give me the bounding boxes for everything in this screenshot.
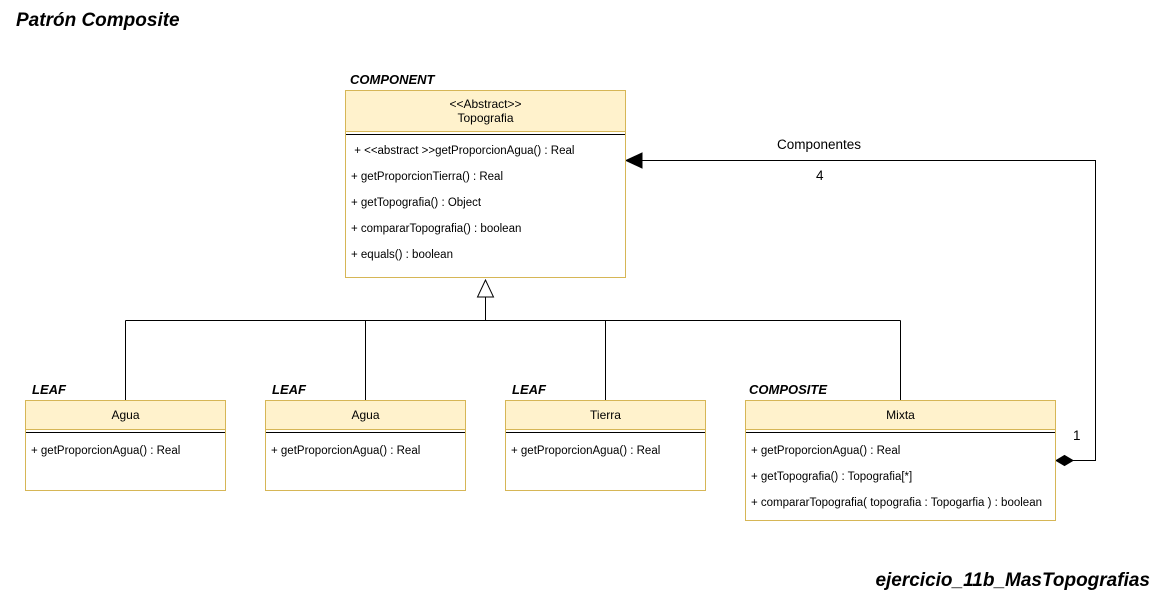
class-agua[interactable]: Agua + getProporcionAgua() : Real [265, 400, 466, 491]
method: + getTopografia() : Topografia[*] [751, 471, 913, 483]
method: + getProporcionAgua() : Real [271, 445, 421, 457]
method: + getProporcionAgua() : Real [751, 445, 901, 457]
class-name: Topografia [457, 111, 514, 125]
association-label: Componentes [777, 137, 862, 152]
class-agua[interactable]: Agua + getProporcionAgua() : Real [25, 400, 226, 491]
leaf-role-label: LEAF [272, 382, 306, 397]
class-header: <<Abstract>> Topografia [346, 91, 625, 132]
class-name: Agua [111, 408, 140, 422]
class-header: Mixta [746, 401, 1055, 430]
exercise-title: ejercicio_11b_MasTopografias [875, 570, 1150, 591]
class-topografia[interactable]: <<Abstract>> Topografia + <<abstract >>g… [345, 90, 626, 278]
class-methods: + getProporcionAgua() : Real [266, 433, 465, 469]
class-methods: + getProporcionAgua() : Real [26, 433, 225, 469]
class-header: Tierra [506, 401, 705, 430]
class-methods: + getProporcionAgua() : Real + getTopogr… [746, 433, 1055, 521]
class-header: Agua [266, 401, 465, 430]
class-separator [506, 430, 705, 433]
association-line [642, 160, 1096, 461]
method: + compararTopografia() : boolean [351, 223, 522, 235]
class-header: Agua [26, 401, 225, 430]
class-separator [266, 430, 465, 433]
method: + getTopografia() : Object [351, 197, 482, 209]
source-multiplicity: 1 [1073, 428, 1081, 443]
composite-role-label: COMPOSITE [749, 382, 828, 397]
method: + equals() : boolean [351, 249, 453, 261]
class-tierra[interactable]: Tierra + getProporcionAgua() : Real [505, 400, 706, 491]
class-name: Agua [351, 408, 380, 422]
class-methods: + getProporcionAgua() : Real [506, 433, 705, 469]
leaf-role-label: LEAF [32, 382, 66, 397]
diagram-title: Patrón Composite [16, 10, 180, 31]
method: + getProporcionTierra() : Real [351, 171, 504, 183]
target-multiplicity: 4 [816, 168, 824, 183]
method: + getProporcionAgua() : Real [511, 445, 661, 457]
component-role-label: COMPONENT [350, 72, 435, 87]
class-stereotype: <<Abstract>> [449, 97, 522, 111]
method: + compararTopografia( topografia : Topog… [751, 497, 1042, 509]
class-separator [346, 132, 625, 135]
leaf-role-label: LEAF [512, 382, 546, 397]
class-name: Tierra [590, 408, 621, 422]
class-separator [746, 430, 1055, 433]
composition-diamond-icon [1055, 454, 1074, 467]
method: + <<abstract >>getProporcionAgua() : Rea… [351, 145, 575, 157]
class-mixta[interactable]: Mixta + getProporcionAgua() : Real + get… [745, 400, 1056, 521]
class-separator [26, 430, 225, 433]
generalization-arrowhead-icon [476, 278, 495, 298]
class-name: Mixta [886, 408, 915, 422]
association-arrowhead-icon [624, 152, 643, 169]
method: + getProporcionAgua() : Real [31, 445, 181, 457]
class-methods: + <<abstract >>getProporcionAgua() : Rea… [346, 135, 625, 273]
